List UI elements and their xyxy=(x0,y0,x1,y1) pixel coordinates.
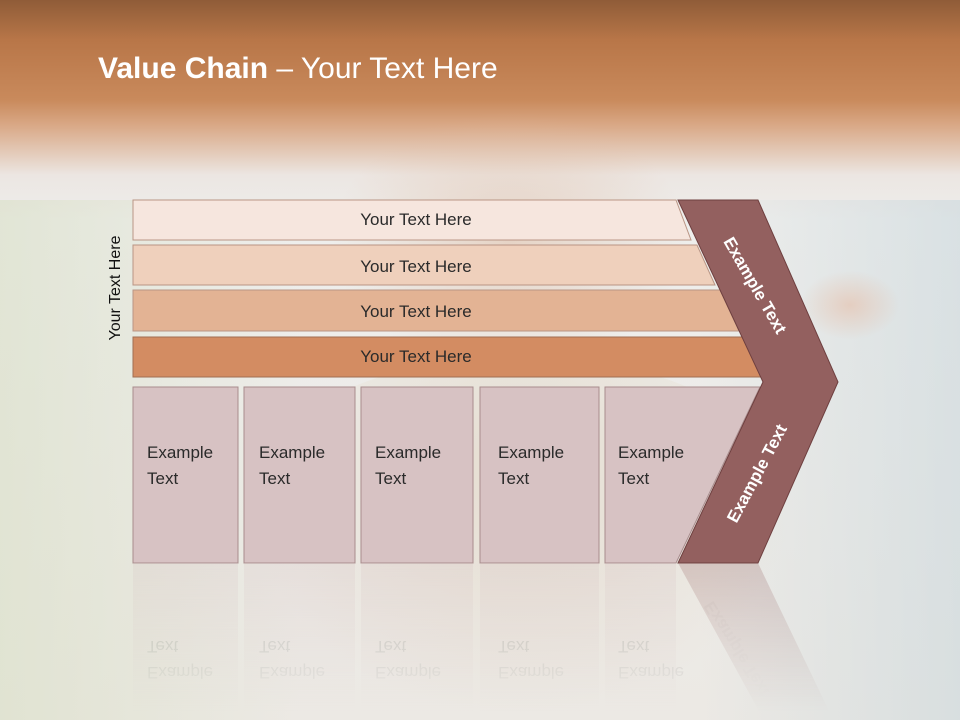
background-photo-hand xyxy=(800,270,900,340)
title-rest: – Your Text Here xyxy=(268,52,498,85)
bar-4-label: Your Text Here xyxy=(360,347,472,366)
bar-1-label: Your Text Here xyxy=(360,210,472,229)
chevron-arrow xyxy=(677,199,839,564)
box-1 xyxy=(132,386,239,564)
box-2-text: Example Text xyxy=(259,443,326,488)
bar-1 xyxy=(132,199,692,241)
box-1-text: Example Text xyxy=(147,443,214,488)
box-5-text: Example Text xyxy=(618,443,685,488)
bar-2 xyxy=(132,244,716,286)
bar-3-label: Your Text Here xyxy=(360,302,472,321)
box-5 xyxy=(604,386,761,564)
box-4 xyxy=(479,386,600,564)
slide-title: Value Chain – Your Text Here xyxy=(98,52,498,86)
box-4-text: Example Text xyxy=(498,443,565,488)
box-3 xyxy=(360,386,474,564)
bar-2-label: Your Text Here xyxy=(360,257,472,276)
box-2 xyxy=(243,386,356,564)
box-3-text: Example Text xyxy=(375,443,442,488)
title-bold: Value Chain xyxy=(98,52,269,85)
